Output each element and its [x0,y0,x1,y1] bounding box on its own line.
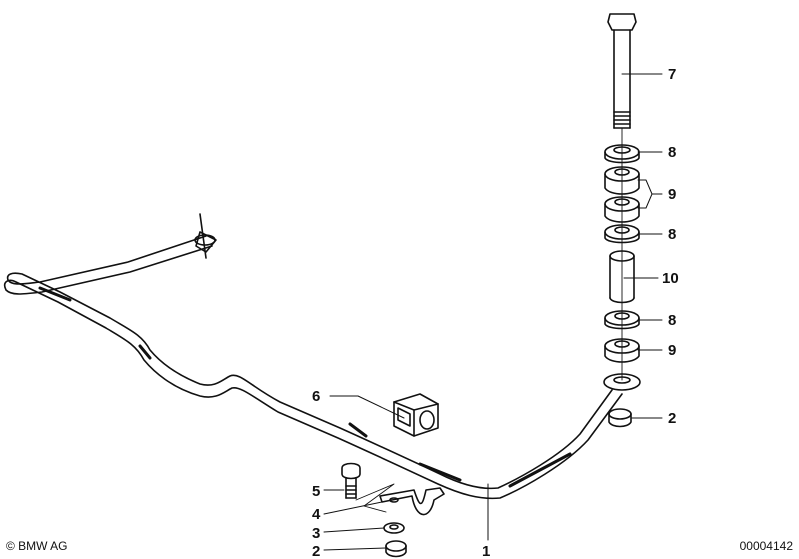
callout-8-middle: 8 [668,226,676,243]
rubber-bushing-lower [604,338,640,363]
callout-1: 1 [482,543,490,559]
washer-middle [604,224,640,244]
stabilizer-bar [3,213,623,500]
callout-6: 6 [312,388,320,405]
nut-bottom [385,540,407,558]
rubber-mount [393,393,439,437]
document-number: 00004142 [739,539,793,553]
rubber-bushing-pair [604,166,640,223]
washer-small [383,522,405,534]
callout-10: 10 [662,270,679,287]
callout-2-bottom: 2 [312,543,320,559]
clamp-bracket [379,487,445,516]
small-bolt [341,462,395,513]
callout-9-lower: 9 [668,342,676,359]
callout-8-upper: 8 [668,144,676,161]
bar-end-eye [603,373,641,391]
callout-9-upper: 9 [668,186,676,203]
callout-8-lower: 8 [668,312,676,329]
long-bolt [607,13,637,381]
nut-right [608,408,632,428]
leader-lines [323,73,663,551]
copyright-text: © BMW AG [6,539,68,553]
callout-5: 5 [312,483,320,500]
callout-2-right: 2 [668,410,676,427]
callout-4: 4 [312,506,321,523]
callout-7: 7 [668,66,676,83]
washer-lower [604,310,640,330]
spacer-sleeve [609,250,635,304]
callout-3: 3 [312,525,320,542]
